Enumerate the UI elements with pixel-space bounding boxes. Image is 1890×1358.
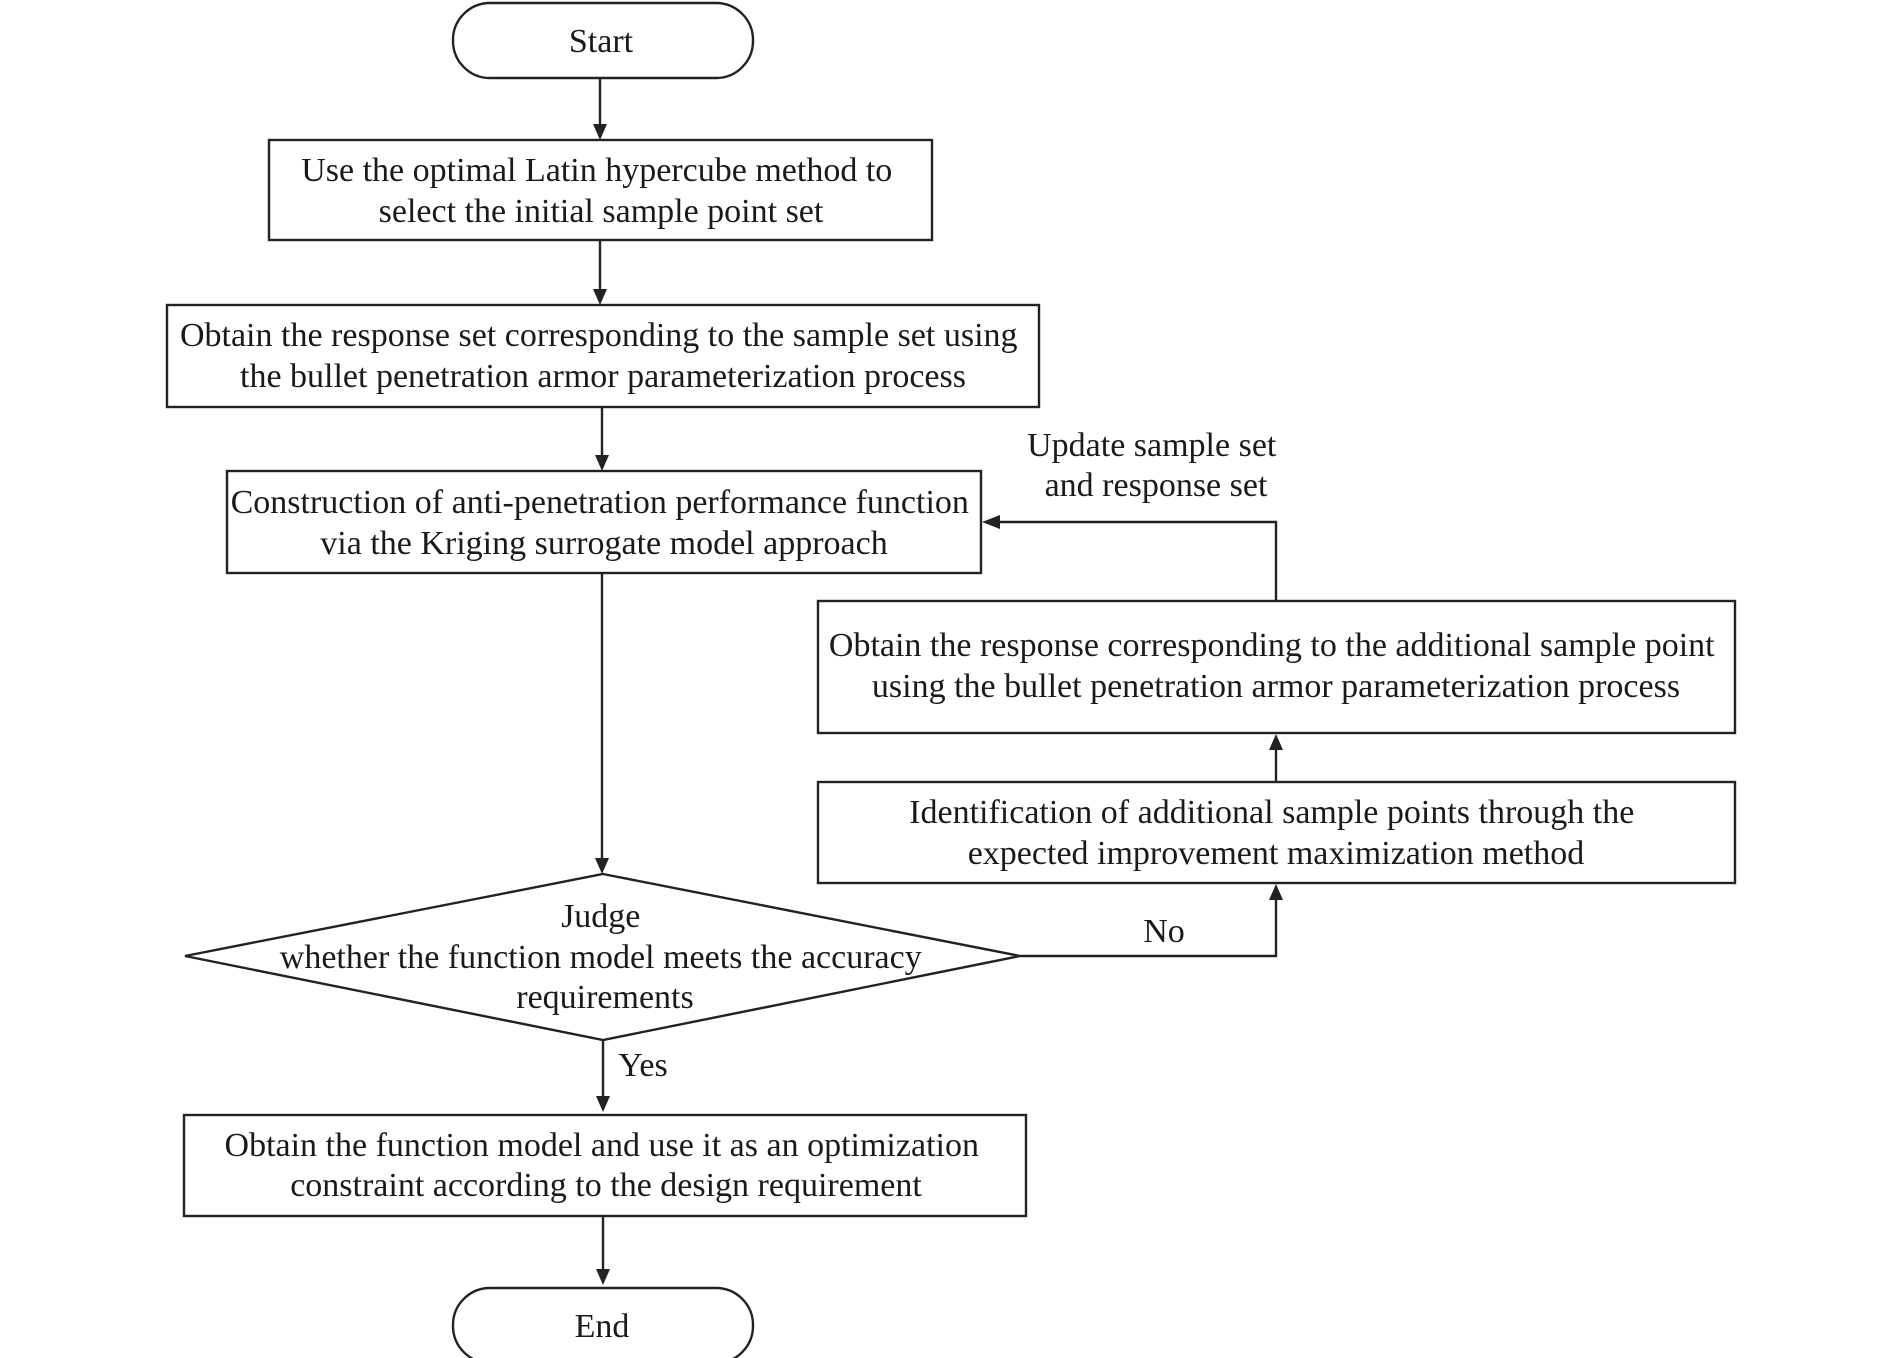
update-label: Update sample set and response set bbox=[1027, 427, 1285, 504]
start-terminator bbox=[451, 1, 755, 80]
yes-label: Yes bbox=[618, 1047, 667, 1084]
judge-accuracy-line-3: requirements bbox=[516, 979, 694, 1016]
obtain-model-box bbox=[182, 1113, 1028, 1218]
arrowhead-icon bbox=[593, 289, 607, 305]
select-samples-line-2: select the initial sample point set bbox=[379, 193, 824, 230]
arrowhead-icon bbox=[595, 858, 609, 874]
start-label: Start bbox=[569, 23, 634, 60]
arrowhead-icon bbox=[982, 515, 1000, 529]
select-samples-label: Use the optimal Latin hypercube method t… bbox=[301, 152, 901, 230]
identify-points-box bbox=[816, 780, 1737, 885]
select-samples-box bbox=[267, 138, 934, 242]
judge-accuracy-line-1: Judge bbox=[561, 898, 640, 935]
end-terminator bbox=[451, 1286, 755, 1358]
judge-accuracy-line-2: whether the function model meets the acc… bbox=[280, 939, 922, 976]
identify-points-line-1: Identification of additional sample poin… bbox=[909, 794, 1634, 831]
arrowhead-icon bbox=[596, 1096, 610, 1112]
construct-function-box bbox=[225, 469, 983, 575]
select-samples-line-1: Use the optimal Latin hypercube method t… bbox=[301, 152, 892, 189]
yes-label-text: Yes bbox=[618, 1047, 667, 1084]
obtain-additional-response-label: Obtain the response corresponding to the… bbox=[829, 627, 1723, 705]
construct-function-line-1: Construction of anti-penetration perform… bbox=[231, 484, 969, 521]
construct-function-label: Construction of anti-penetration perform… bbox=[231, 484, 978, 562]
arrowhead-icon bbox=[595, 455, 609, 471]
edge-update-loop bbox=[998, 520, 1278, 601]
connectors bbox=[593, 78, 1283, 1285]
judge-decision bbox=[184, 872, 1021, 1042]
obtain-model-line-2: constraint according to the design requi… bbox=[290, 1167, 922, 1204]
judge-accuracy-label: Judge whether the function model meets t… bbox=[280, 898, 930, 1016]
obtain-model-label: Obtain the function model and use it as … bbox=[225, 1127, 988, 1204]
obtain-response-set-label: Obtain the response set corresponding to… bbox=[180, 317, 1026, 395]
identify-points-line-2: expected improvement maximization method bbox=[968, 835, 1585, 872]
obtain-response-set-line-2: the bullet penetration armor parameteriz… bbox=[240, 358, 966, 395]
end-label-line: End bbox=[575, 1308, 630, 1345]
arrowhead-icon bbox=[1269, 734, 1283, 750]
edge-judge-to-identify bbox=[1020, 898, 1278, 958]
arrowhead-icon bbox=[593, 124, 607, 140]
obtain-additional-response-line-1: Obtain the response corresponding to the… bbox=[829, 627, 1715, 664]
obtain-model-line-1: Obtain the function model and use it as … bbox=[225, 1127, 979, 1164]
node-labels: Start Use the optimal Latin hypercube me… bbox=[180, 23, 1723, 1345]
obtain-additional-response-box bbox=[816, 599, 1737, 735]
construct-function-line-2: via the Kriging surrogate model approach bbox=[320, 525, 887, 562]
update-label-line-2: and response set bbox=[1045, 467, 1268, 504]
arrowhead-icon bbox=[596, 1269, 610, 1285]
obtain-response-set-box bbox=[165, 303, 1041, 409]
start-label-line: Start bbox=[569, 23, 634, 60]
no-label: No bbox=[1143, 913, 1185, 950]
obtain-response-set-line-1: Obtain the response set corresponding to… bbox=[180, 317, 1018, 354]
obtain-additional-response-line-2: using the bullet penetration armor param… bbox=[872, 668, 1680, 705]
end-label: End bbox=[575, 1308, 630, 1345]
update-label-line-1: Update sample set bbox=[1027, 427, 1277, 464]
identify-points-label: Identification of additional sample poin… bbox=[909, 794, 1643, 872]
no-label-text: No bbox=[1143, 913, 1185, 950]
shapes bbox=[165, 1, 1737, 1358]
arrowhead-icon bbox=[1269, 884, 1283, 900]
edge-labels: No Yes Update sample set and response se… bbox=[618, 427, 1285, 1084]
